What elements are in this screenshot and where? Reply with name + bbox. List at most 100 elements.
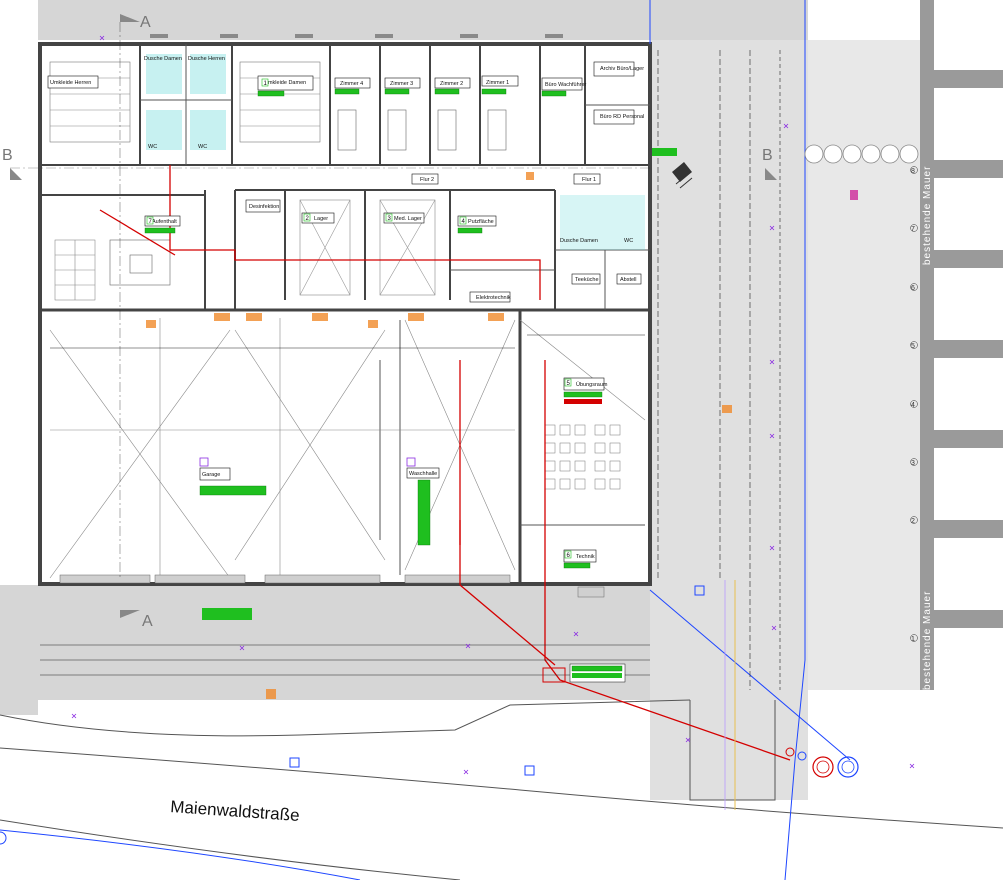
- svg-text:Waschhalle: Waschhalle: [409, 471, 437, 477]
- room-tag-zimmer-3: Zimmer 3: [384, 77, 421, 95]
- room-tag-flur2: Flur 2: [411, 173, 439, 185]
- svg-text:WC: WC: [624, 238, 633, 244]
- svg-text:Technik: Technik: [576, 554, 595, 560]
- drive-lanes: [40, 50, 781, 690]
- room-tag-zimmer-1: Zimmer 1: [481, 75, 519, 95]
- room-tag-desinfektion: Desinfektion: [245, 199, 281, 213]
- room-tag-elektrotechnik: Elektrotechnik: [469, 291, 511, 303]
- drain-1: [289, 757, 300, 768]
- room-tag-buero-personal: Büro RD Personal: [593, 109, 644, 125]
- svg-text:Flur 1: Flur 1: [582, 177, 596, 183]
- room-tag-wc1: WC: [148, 144, 157, 150]
- room-tag-garage: Garage: [199, 457, 267, 496]
- street: [0, 699, 1003, 880]
- svg-text:Med. Lager: Med. Lager: [394, 216, 422, 222]
- section-marker-a-top: A: [119, 14, 151, 580]
- svg-text:7: 7: [149, 219, 153, 225]
- section-marker-b-right: B: [762, 147, 777, 180]
- section-marker-a-bottom: A: [120, 610, 153, 630]
- manholes: [0, 747, 859, 845]
- section-label-b-right: B: [762, 147, 773, 164]
- svg-text:Zimmer 1: Zimmer 1: [486, 80, 509, 86]
- svg-text:Zimmer 3: Zimmer 3: [390, 81, 413, 87]
- room-tag-teekueche: Teeküche: [571, 273, 601, 285]
- orange-markers: [146, 172, 732, 699]
- axis-label: 6: [911, 285, 915, 292]
- svg-text:Elektrotechnik: Elektrotechnik: [476, 295, 511, 301]
- svg-text:Dusche Herren: Dusche Herren: [188, 56, 225, 62]
- axis-label: 1: [911, 636, 915, 643]
- room-tag-technik: Technik: [563, 549, 597, 569]
- top-paved-area: [38, 0, 808, 40]
- svg-text:Garage: Garage: [202, 472, 220, 478]
- section-label-b-left: B: [2, 147, 13, 164]
- svg-text:Teeküche: Teeküche: [575, 277, 599, 283]
- svg-text:Lager: Lager: [314, 216, 328, 222]
- svg-text:Umkleide Damen: Umkleide Damen: [264, 80, 306, 86]
- svg-text:Büro RD Personal: Büro RD Personal: [600, 114, 644, 120]
- svg-text:Büro Wachführer: Büro Wachführer: [545, 82, 587, 88]
- tree-row: [804, 144, 919, 164]
- survey-marks: [71, 35, 915, 775]
- existing-wall-blocks: [920, 0, 1003, 690]
- svg-text:Flur 2: Flur 2: [420, 177, 434, 183]
- utility-connection: [202, 148, 858, 683]
- left-strip: [0, 585, 38, 715]
- room-tag-dusche-damen: Dusche Damen: [144, 56, 182, 62]
- svg-text:WC: WC: [148, 144, 157, 150]
- stair-symbol: [672, 162, 693, 189]
- axis-label: 2: [911, 518, 915, 525]
- svg-text:Archiv Büro/Lager: Archiv Büro/Lager: [600, 66, 644, 72]
- room-tag-zimmer-4: Zimmer 4: [334, 77, 371, 95]
- room-tag-aufenthalt: Aufenthalt: [144, 215, 181, 234]
- room-tag-wc2: WC: [198, 144, 207, 150]
- room-tag-umkleide-herren: Umkleide Herren: [47, 75, 99, 89]
- room-tag-umkleide-damen: Umkleide Damen: [257, 75, 314, 97]
- room-tag-wc3: WC: [624, 238, 633, 244]
- section-label-a-top: A: [140, 14, 151, 31]
- room-tag-putzflaeche: Putzfläche: [457, 215, 497, 234]
- section-label-a-bottom: A: [142, 613, 153, 630]
- upper-rooms: [40, 44, 650, 166]
- drain-2: [524, 765, 535, 776]
- room-tag-abstell: Abstell: [616, 273, 642, 285]
- svg-text:Abstell: Abstell: [620, 277, 637, 283]
- svg-text:4: 4: [462, 219, 466, 225]
- svg-text:Übungsraum: Übungsraum: [576, 381, 608, 388]
- room-tag-waschhalle: Waschhalle: [406, 457, 440, 546]
- room-tag-uebungsraum: Übungsraum: [563, 377, 608, 404]
- svg-text:Zimmer 2: Zimmer 2: [440, 81, 463, 87]
- top-bollards: [150, 34, 563, 38]
- room-tag-dusche-herren: Dusche Herren: [188, 56, 225, 62]
- svg-text:3: 3: [388, 216, 392, 222]
- front-paved-area: [38, 585, 650, 700]
- svg-text:Putzfläche: Putzfläche: [468, 219, 494, 225]
- svg-text:Dusche Damen: Dusche Damen: [144, 56, 182, 62]
- drain-3: [694, 585, 705, 596]
- middle-rooms: [40, 189, 650, 312]
- svg-text:2: 2: [306, 216, 310, 222]
- svg-text:Dusche Damen: Dusche Damen: [560, 238, 598, 244]
- street-name: Maienwaldstraße: [170, 797, 300, 825]
- room-number-badges: 1 2 3 4 5 6 7: [146, 78, 572, 559]
- room-tag-zimmer-2: Zimmer 2: [434, 77, 471, 95]
- room-tag-med-lager: Med. Lager: [383, 212, 425, 224]
- section-marker-b-left: B: [2, 147, 650, 180]
- axis-label: 7: [911, 226, 915, 233]
- neighbor-area: [808, 40, 920, 690]
- room-tag-dusche-d2: Dusche Damen: [560, 238, 598, 244]
- svg-text:6: 6: [567, 553, 571, 559]
- svg-text:Umkleide Herren: Umkleide Herren: [50, 80, 91, 86]
- svg-text:Zimmer 4: Zimmer 4: [340, 81, 363, 87]
- wall-label-lower: bestehende Mauer: [922, 591, 933, 690]
- axis-label: 4: [911, 402, 915, 409]
- red-pipe-run: [99, 165, 791, 761]
- driveway-area: [650, 40, 808, 800]
- room-tag-buero: Büro Wachführer: [541, 77, 587, 97]
- room-tag-archiv: Archiv Büro/Lager: [593, 61, 644, 77]
- svg-text:Desinfektion: Desinfektion: [249, 204, 279, 210]
- room-tag-flur1: Flur 1: [573, 173, 601, 185]
- svg-text:Aufenthalt: Aufenthalt: [152, 219, 177, 225]
- wall-label-upper: bestehende Mauer: [922, 166, 933, 265]
